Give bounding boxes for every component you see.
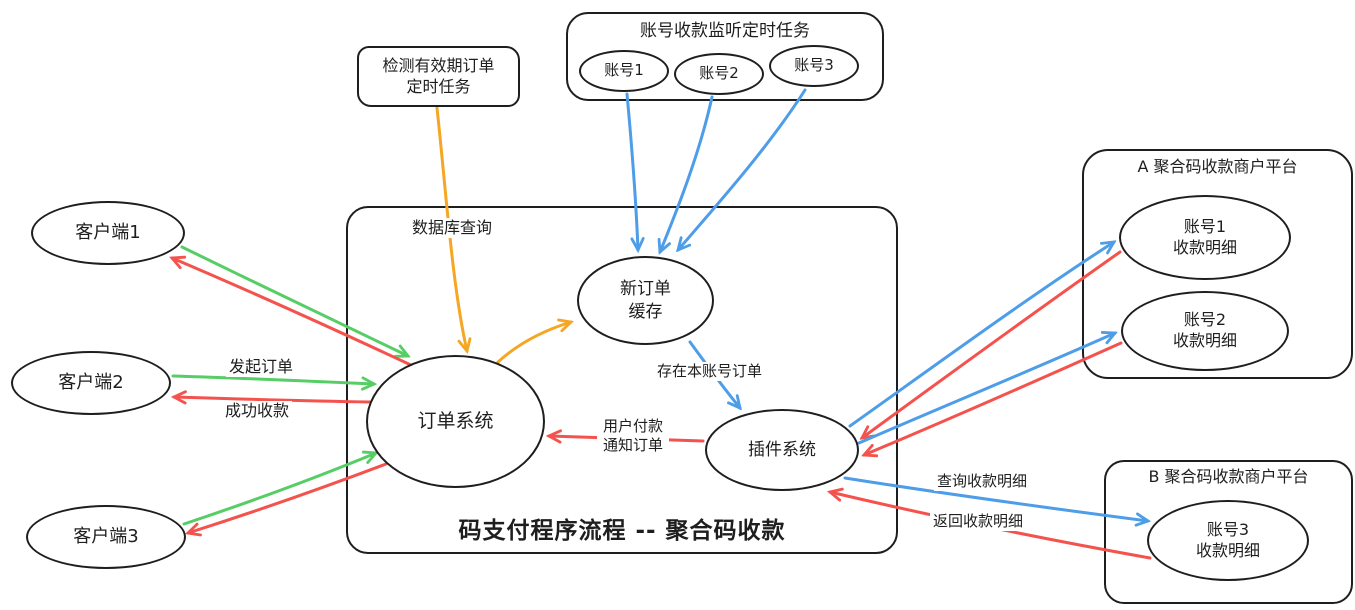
- node-listen-account-3: 账号3: [769, 45, 859, 87]
- timer-task-label-line1: 检测有效期订单: [382, 55, 495, 75]
- arrow-a-account1-to-plugin: [862, 250, 1122, 438]
- plugin-system-label: 插件系统: [748, 439, 816, 460]
- a-account-1-label-line1: 账号1: [1183, 216, 1227, 236]
- edge-label-own-account-order: 存在本账号订单: [654, 362, 766, 381]
- listen-group-title: 账号收款监听定时任务: [640, 21, 810, 41]
- arrow-order-to-client3: [188, 462, 388, 533]
- node-plugin-system: 插件系统: [705, 409, 859, 491]
- node-client-3: 客户端3: [26, 505, 186, 569]
- cache-label-line2: 缓存: [628, 301, 663, 322]
- edge-label-return-details: 返回收款明细: [930, 512, 1027, 531]
- a-account-1-label-line2: 收款明细: [1172, 237, 1237, 257]
- node-client-2: 客户端2: [11, 351, 171, 415]
- edge-label-user-payment-line2: 通知订单: [602, 435, 663, 454]
- listen-account-2-label: 账号2: [699, 64, 739, 83]
- arrow-plugin-to-a-account1: [848, 242, 1114, 428]
- node-platform-a-account-2: 账号2 收款明细: [1121, 291, 1289, 371]
- arrow-account1-to-cache: [625, 92, 638, 250]
- client-2-label: 客户端2: [58, 372, 124, 394]
- b-account-3-label-line1: 账号3: [1206, 519, 1250, 539]
- node-listen-account-1: 账号1: [579, 50, 669, 92]
- arrow-client3-to-order: [182, 453, 376, 526]
- arrow-account2-to-cache: [660, 95, 714, 252]
- edge-label-payment-success: 成功收款: [222, 401, 293, 421]
- order-system-label: 订单系统: [417, 410, 494, 433]
- edge-label-user-payment-line1: 用户付款: [602, 417, 663, 435]
- arrow-client1-to-order: [180, 245, 408, 356]
- listen-account-1-label: 账号1: [604, 61, 644, 80]
- platform-b-title: B 聚合码收款商户平台: [1148, 467, 1309, 486]
- node-order-system: 订单系统: [366, 355, 545, 488]
- timer-task-label-line2: 定时任务: [406, 76, 471, 96]
- a-account-2-label-line1: 账号2: [1183, 310, 1227, 330]
- arrow-order-to-client1: [172, 258, 415, 368]
- a-account-2-label-line2: 收款明细: [1172, 331, 1237, 350]
- client-1-label: 客户端1: [75, 222, 141, 244]
- node-listen-account-2: 账号2: [674, 53, 764, 95]
- node-platform-b-account-3: 账号3 收款明细: [1147, 500, 1309, 581]
- platform-a-title: A 聚合码收款商户平台: [1137, 157, 1298, 176]
- edge-label-query-details: 查询收款明细: [934, 472, 1031, 491]
- edge-label-create-order: 发起订单: [226, 357, 297, 377]
- arrow-order-to-client2: [174, 397, 372, 402]
- listen-account-3-label: 账号3: [794, 56, 834, 75]
- arrow-client2-to-order: [171, 374, 374, 384]
- cache-label-line1: 新订单: [620, 279, 671, 300]
- client-3-label: 客户端3: [73, 526, 139, 548]
- edge-label-db-query: 数据库查询: [409, 218, 496, 238]
- main-title: 码支付程序流程 -- 聚合码收款: [458, 518, 786, 544]
- node-client-1: 客户端1: [31, 201, 185, 265]
- arrow-a-account2-to-plugin: [864, 341, 1123, 455]
- node-timer-task: 检测有效期订单 定时任务: [357, 46, 520, 107]
- arrow-plugin-to-a-account2: [857, 333, 1115, 445]
- edge-label-user-payment: 用户付款 通知订单: [597, 417, 669, 455]
- arrow-plugin-to-b-account3: [843, 476, 1148, 521]
- arrow-order-to-cache: [496, 322, 571, 364]
- b-account-3-label-line2: 收款明细: [1195, 540, 1260, 560]
- arrow-account3-to-cache: [678, 88, 807, 250]
- node-new-order-cache: 新订单 缓存: [577, 256, 714, 345]
- node-platform-a-account-1: 账号1 收款明细: [1119, 195, 1291, 280]
